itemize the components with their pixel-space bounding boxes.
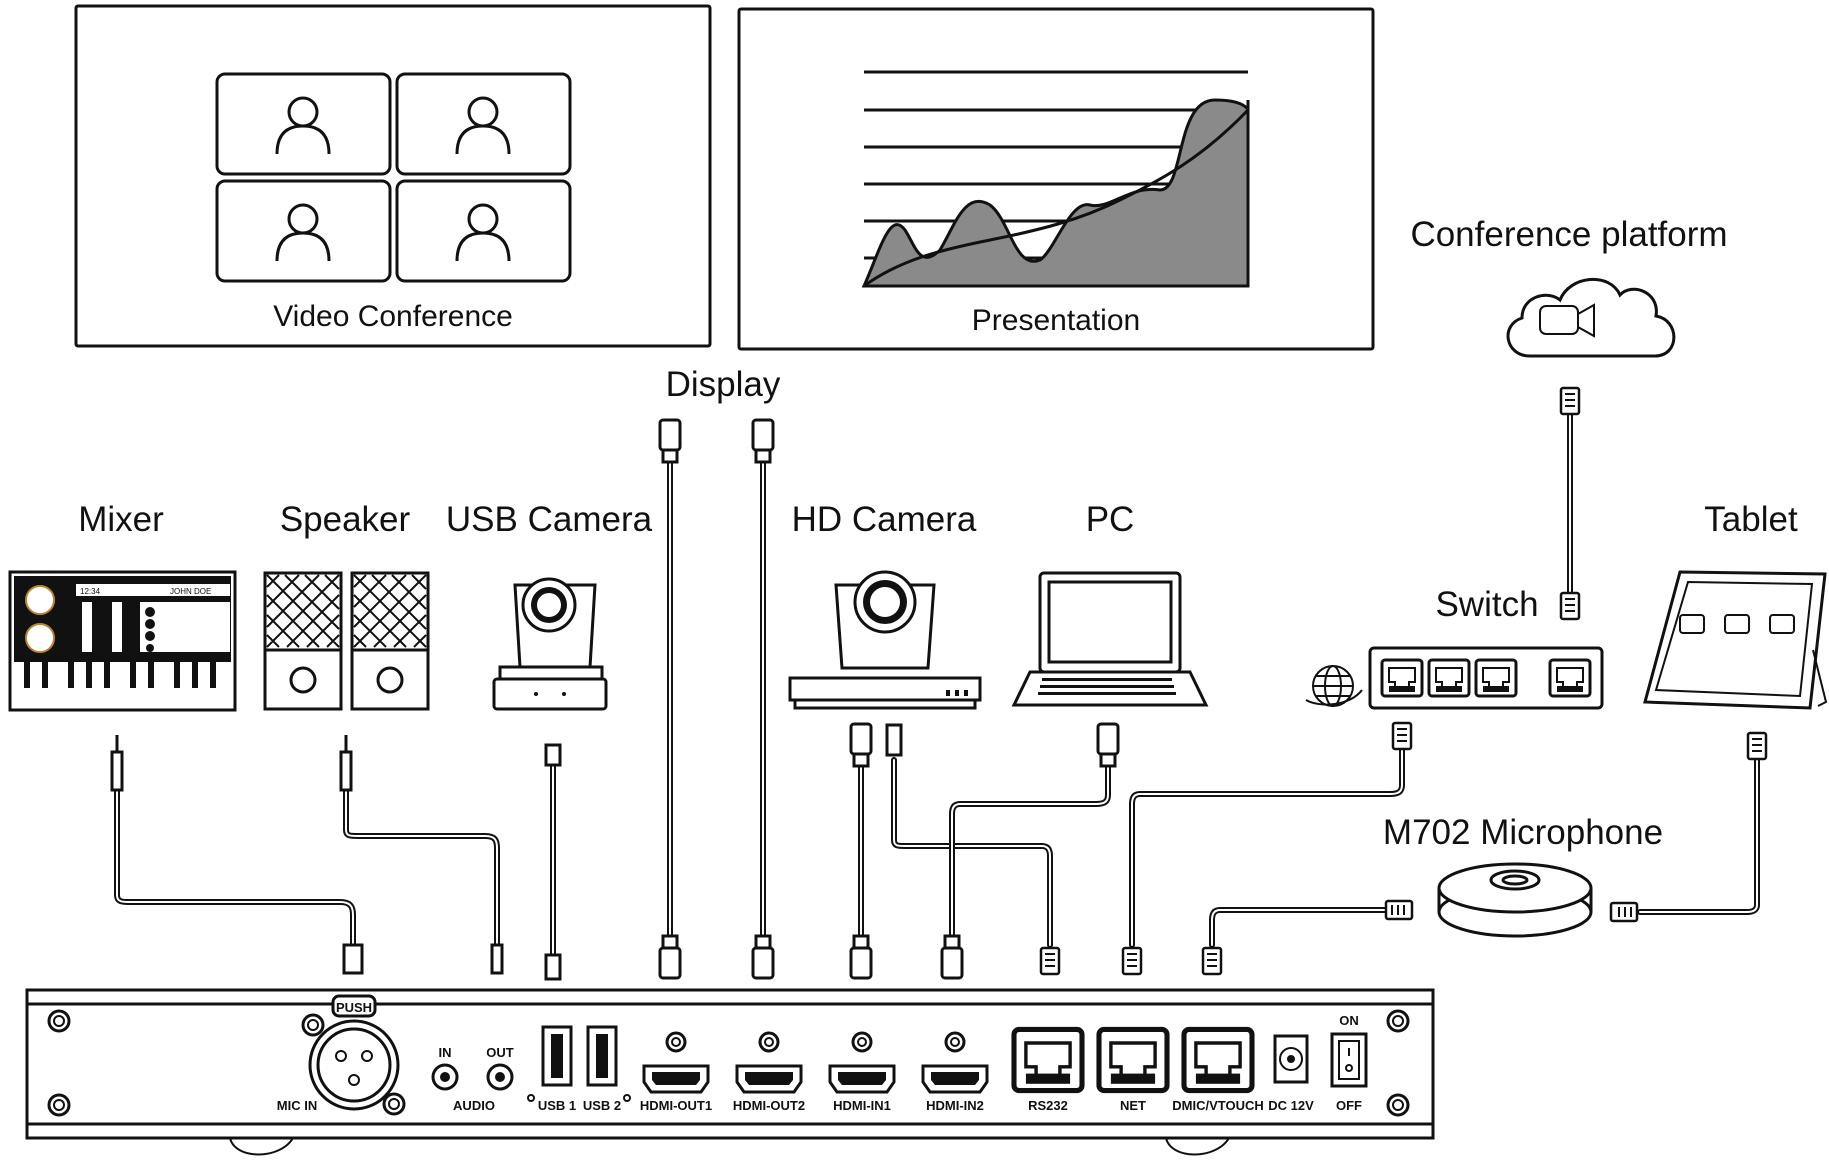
tablet-label: Tablet (1704, 500, 1798, 539)
video-conference-label: Video Conference (273, 300, 513, 333)
dmic-vtouch-label: DMIC/VTOUCH (1172, 1098, 1263, 1113)
microphone-label: M702 Microphone (1383, 813, 1663, 852)
usb2-label: USB 2 (583, 1098, 621, 1113)
hd-camera-device (788, 570, 982, 710)
mixer-label: Mixer (78, 500, 164, 539)
hdmi-in2-label: HDMI-IN2 (926, 1098, 984, 1113)
power-on-label: ON (1339, 1013, 1359, 1028)
usb-camera-label: USB Camera (446, 500, 653, 539)
hdmi-out1-label: HDMI-OUT1 (640, 1098, 712, 1113)
laptop-icon (1011, 571, 1209, 707)
camera-icon (1539, 303, 1595, 338)
switch-label: Switch (1435, 585, 1538, 624)
cloud-icon (1506, 278, 1676, 358)
display-label: Display (666, 365, 781, 404)
hdmi-in1-label: HDMI-IN1 (833, 1098, 891, 1113)
device-back-panel: PUSH MIC IN IN OUT AUDIO USB 1 USB 2 HDM… (25, 988, 1435, 1156)
conference-platform-label: Conference platform (1410, 215, 1727, 254)
cables (110, 386, 1768, 981)
power-switch (1330, 1032, 1368, 1088)
globe-icon (1305, 665, 1363, 707)
tablet-icon (1643, 570, 1828, 710)
hdmi-out2-label: HDMI-OUT2 (733, 1098, 805, 1113)
hd-camera-label: HD Camera (792, 500, 977, 539)
audio-out-label: OUT (486, 1045, 514, 1060)
audio-in-label: IN (439, 1045, 452, 1060)
m702-microphone (1437, 862, 1593, 938)
network-switch (1305, 646, 1604, 710)
net-label: NET (1120, 1098, 1146, 1113)
mixer-name: JOHN DOE (170, 587, 211, 596)
presentation-screen: Presentation (737, 7, 1375, 351)
usb1-label: USB 1 (538, 1098, 576, 1113)
audio-label: AUDIO (453, 1098, 495, 1113)
power-off-label: OFF (1336, 1098, 1362, 1113)
mixer-time: 12:34 (80, 587, 101, 596)
mixer-device: 12:34 JOHN DOE (8, 570, 237, 712)
push-label: PUSH (336, 1000, 372, 1015)
push-button (331, 994, 377, 1018)
speaker-label: Speaker (280, 500, 411, 539)
dc12v-label: DC 12V (1268, 1098, 1314, 1113)
usb-camera-device (492, 577, 608, 711)
video-conference-screen: Video Conference (74, 4, 712, 348)
speaker-device (263, 571, 430, 711)
pc-label: PC (1086, 500, 1135, 539)
mic-in-label: MIC IN (277, 1098, 317, 1113)
presentation-label: Presentation (972, 304, 1140, 337)
rs232-label: RS232 (1028, 1098, 1068, 1113)
